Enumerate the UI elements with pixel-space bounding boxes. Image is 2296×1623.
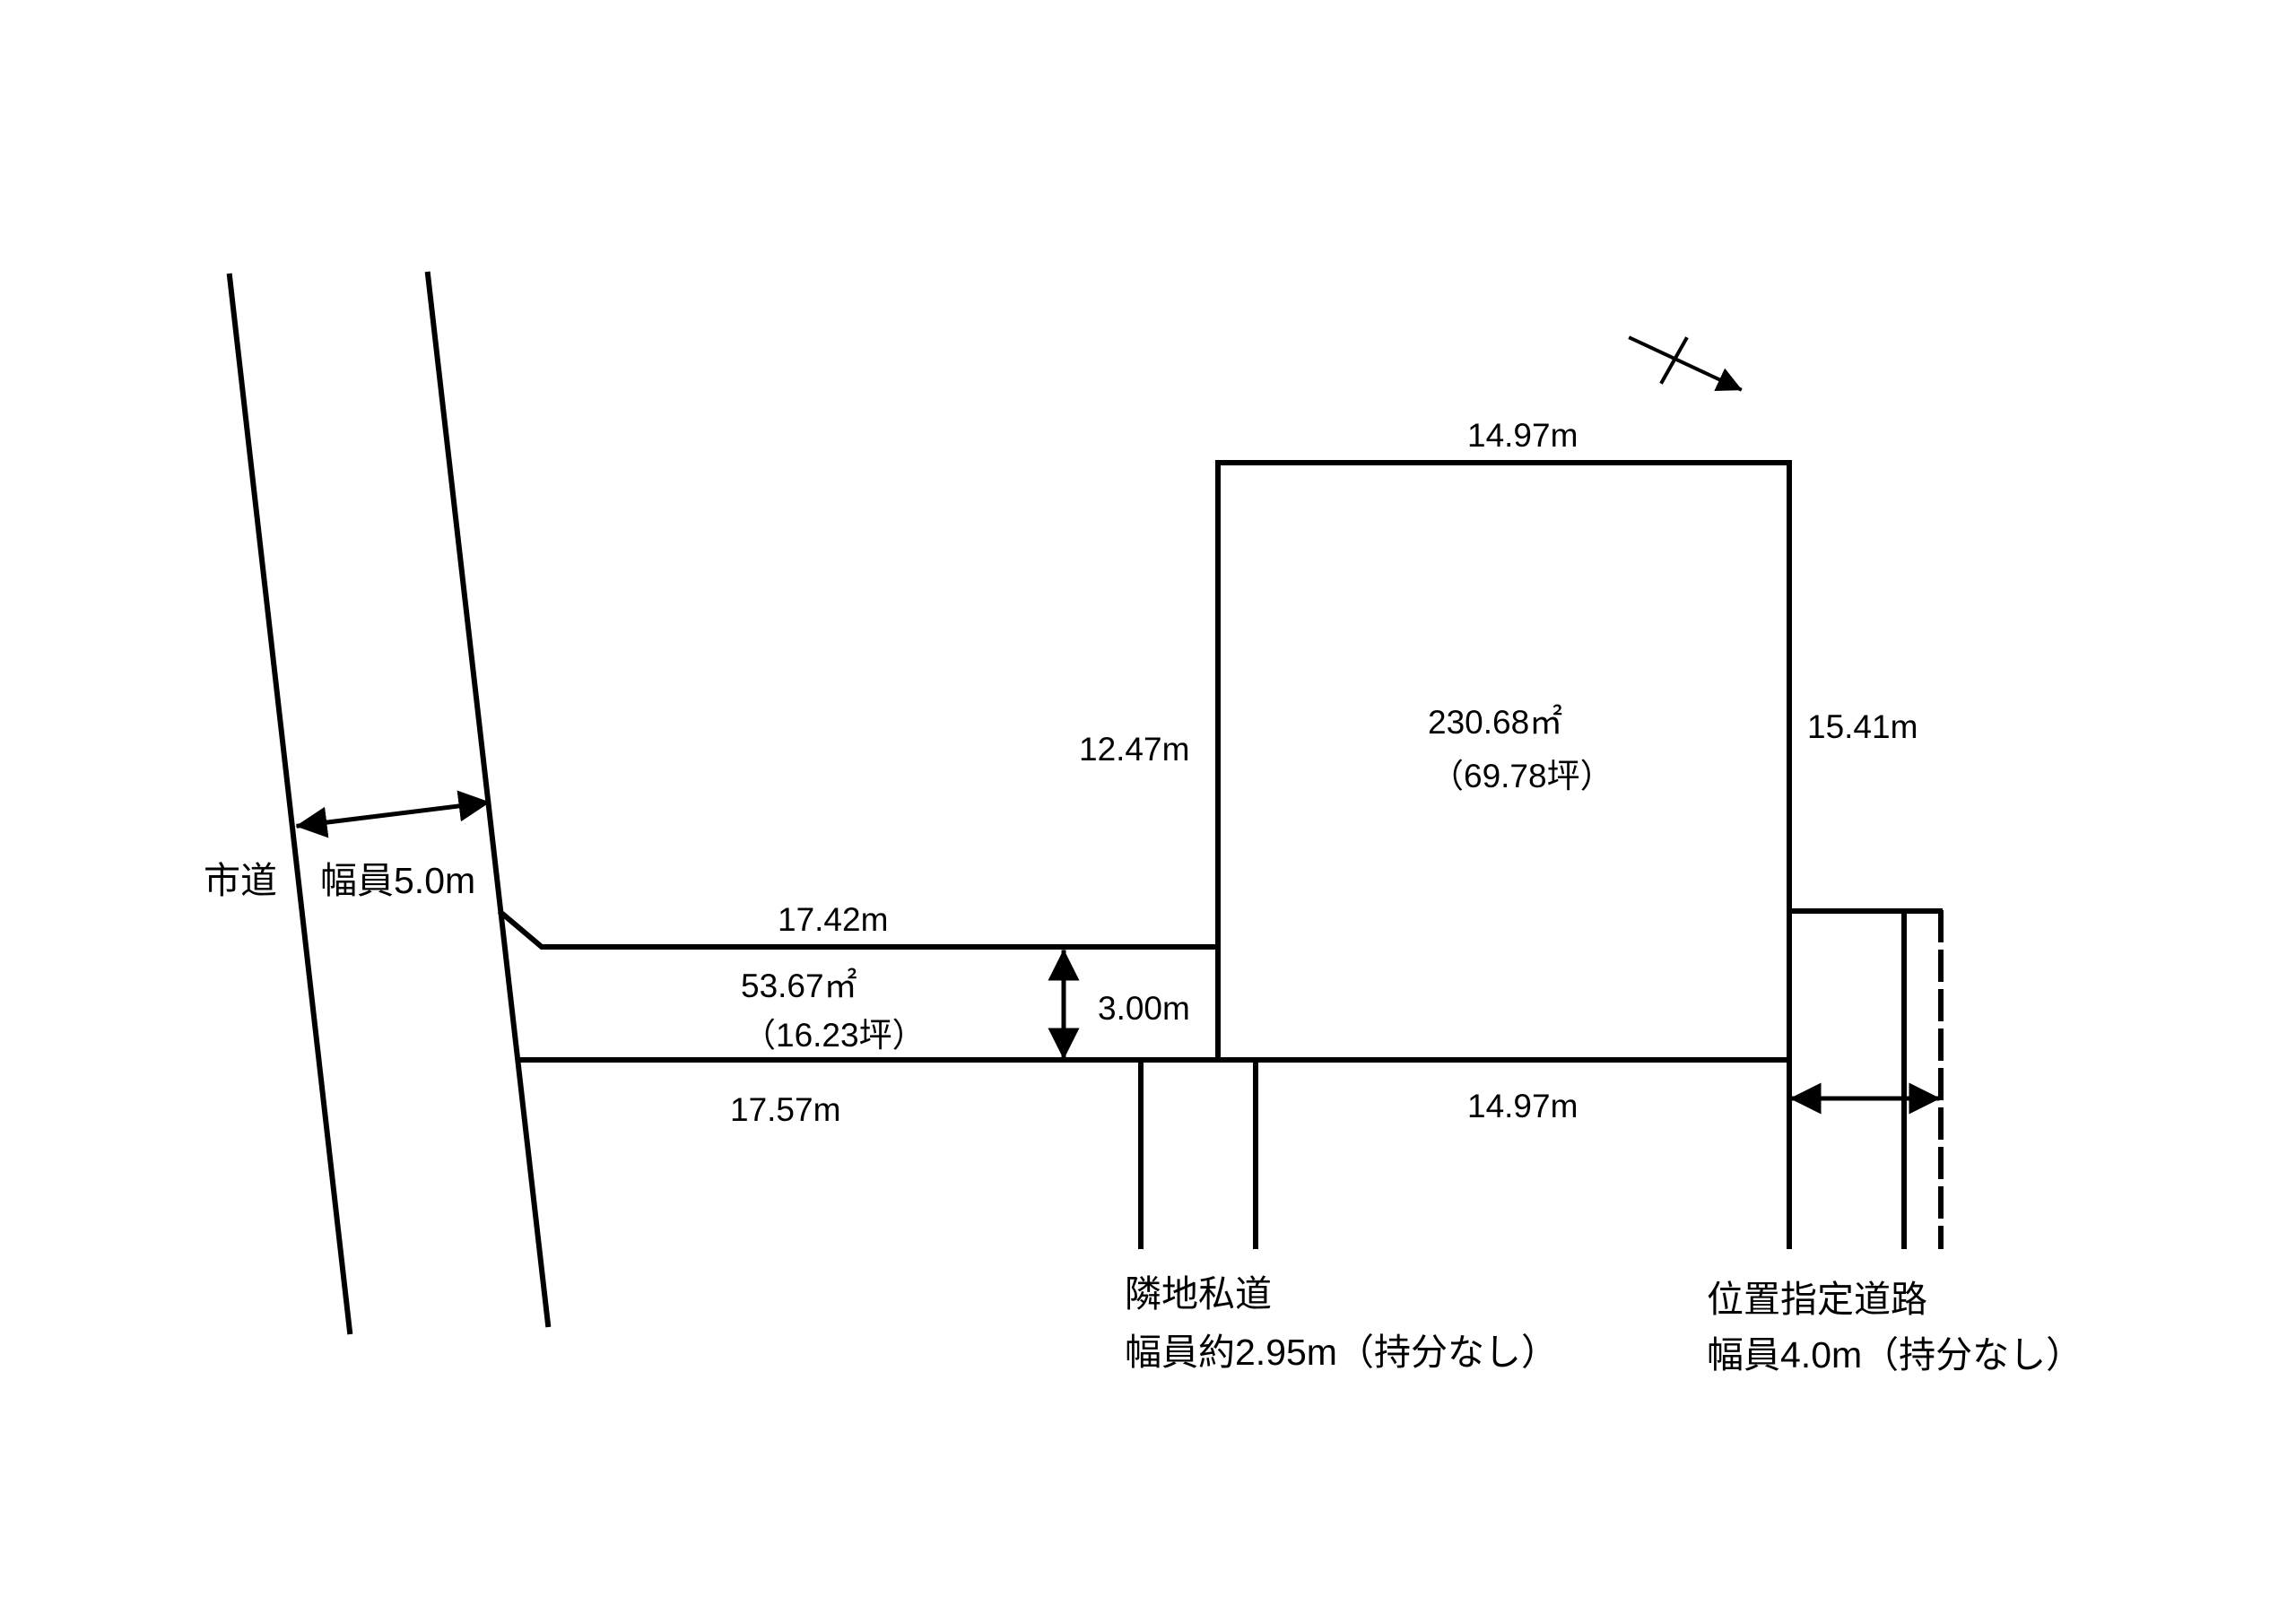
access-strip-top-length: 17.42m (778, 901, 888, 938)
city-road-right-edge (424, 271, 552, 1328)
main-lot-left-length: 12.47m (1079, 731, 1189, 768)
main-lot-area: 230.68㎡ (1428, 703, 1562, 741)
city-road-width: 幅員5.0m (320, 860, 475, 901)
city-road (226, 271, 552, 1335)
neighbor-private-road (1138, 1057, 1258, 1249)
access-strip-area: 53.67㎡ (741, 967, 857, 1004)
designated-road-name: 位置指定道路 (1707, 1279, 1927, 1320)
main-lot-bottom-length: 14.97m (1467, 1088, 1578, 1124)
main-lot-top-length: 14.97m (1467, 417, 1578, 454)
access-strip-bottom-length: 17.57m (730, 1091, 840, 1128)
private-road-name: 隣地私道 (1125, 1273, 1272, 1315)
labels: 市道 幅員5.0m 14.97m 12.47m 15.41m 14.97m 23… (204, 417, 2083, 1376)
access-strip-area-tsubo: （16.23坪） (743, 1017, 926, 1054)
north-arrow-icon (1628, 335, 1743, 392)
main-lot (1215, 460, 1792, 1063)
access-strip-width: 3.00m (1098, 990, 1190, 1027)
city-road-name: 市道 (204, 860, 277, 901)
main-lot-area-tsubo: （69.78坪） (1431, 758, 1613, 794)
main-lot-outline (1215, 460, 1792, 1063)
city-road-left-edge (226, 273, 353, 1335)
access-strip (497, 908, 1221, 1063)
designated-road (1787, 908, 1944, 1249)
city-road-width-arrow (295, 790, 491, 838)
designated-road-width: 幅員4.0m（持分なし） (1707, 1334, 2083, 1376)
access-strip-top-edge (497, 908, 1221, 950)
main-lot-right-length: 15.41m (1807, 708, 1918, 745)
private-road-width: 幅員約2.95m（持分なし） (1125, 1332, 1558, 1373)
